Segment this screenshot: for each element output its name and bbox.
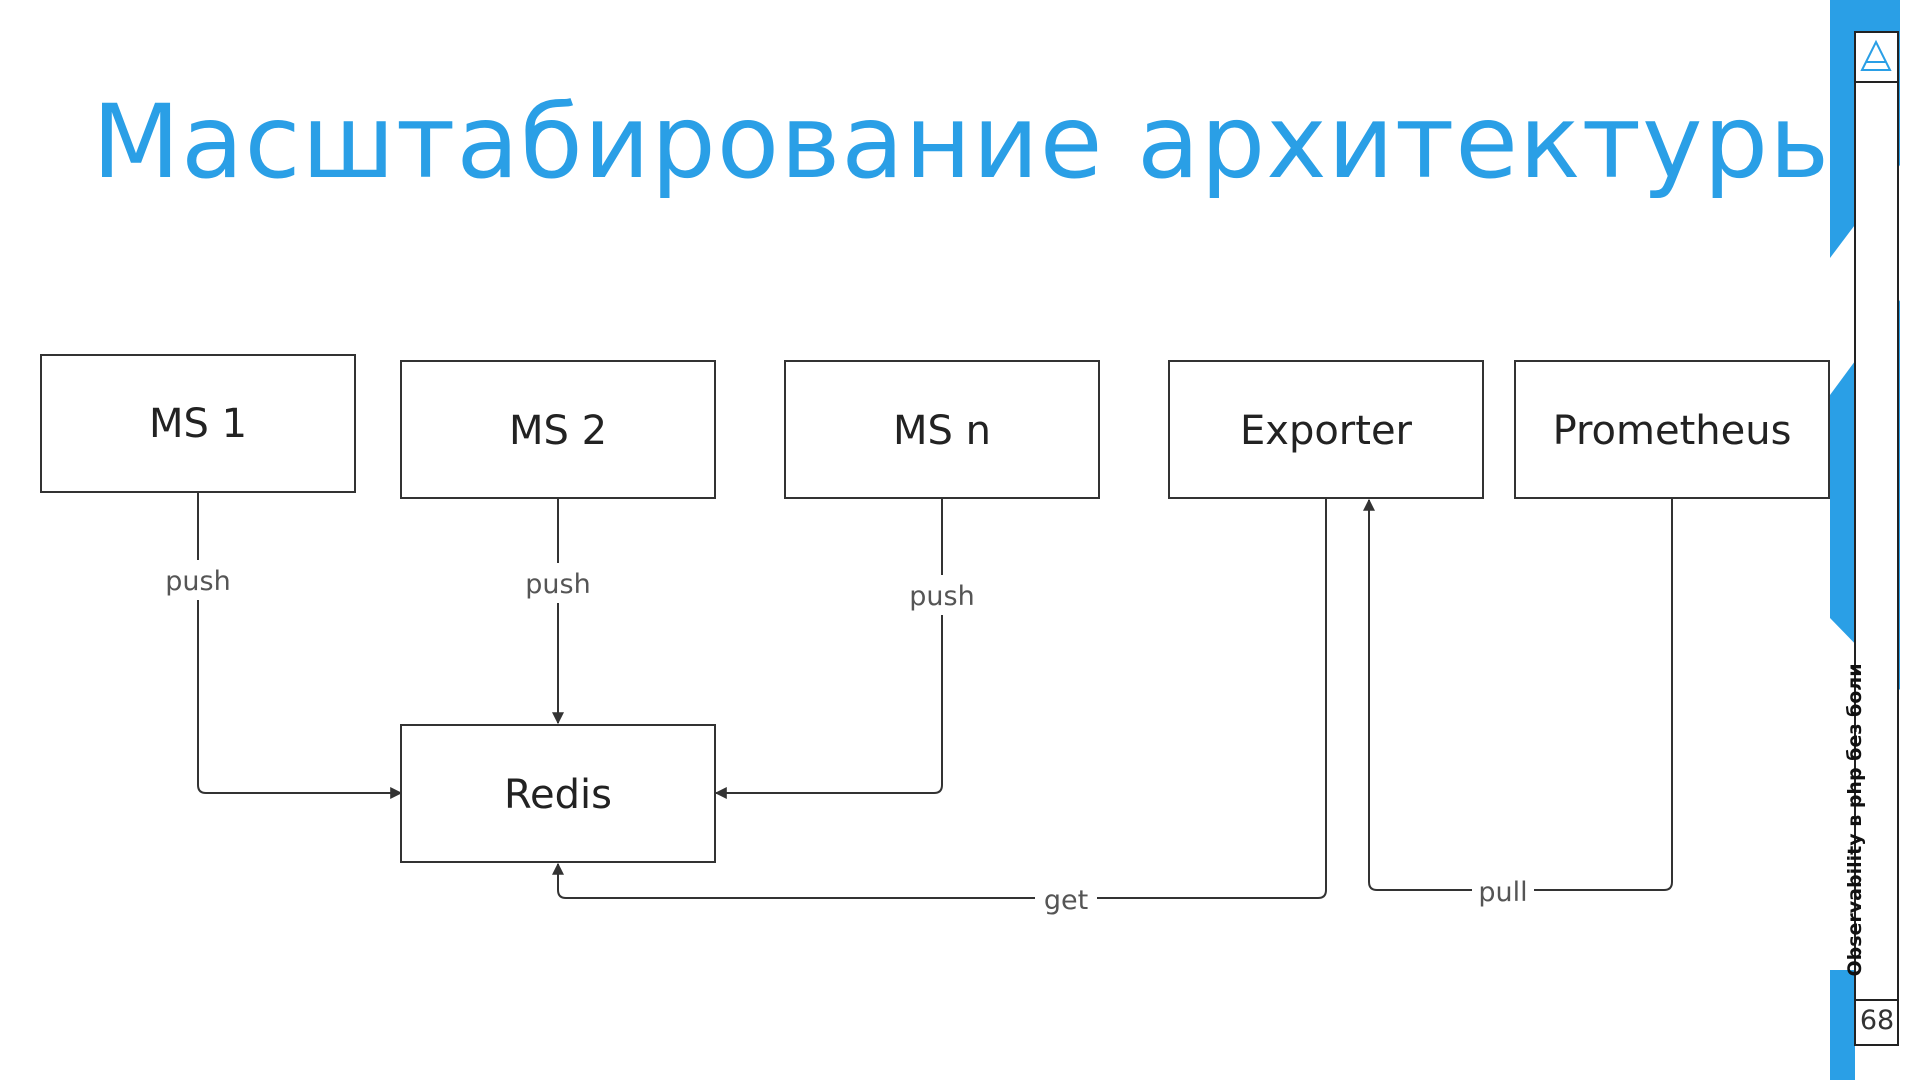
node-box xyxy=(400,724,716,863)
edge-line xyxy=(552,499,1327,899)
edge-exporter-redis: get xyxy=(552,499,1327,918)
node-box xyxy=(400,360,716,499)
edge-ms2-redis: push xyxy=(518,499,598,725)
edge-label: pull xyxy=(1478,877,1527,908)
edge-label-bg xyxy=(1035,880,1097,918)
node-label: MS n xyxy=(893,408,991,454)
node-box xyxy=(1168,360,1484,499)
edge-ms1-redis: push xyxy=(158,492,403,799)
node-ms1: MS 1 xyxy=(40,354,356,493)
edge-label: push xyxy=(165,566,230,597)
node-label: MS 2 xyxy=(509,408,607,454)
edge-label: push xyxy=(909,581,974,612)
node-box xyxy=(1514,360,1830,499)
logo-icon xyxy=(1860,39,1892,71)
node-label: Prometheus xyxy=(1553,408,1792,454)
slide-title: Масштабирование архитектуры xyxy=(92,83,1851,202)
side-caption: Observability в php без боли xyxy=(1844,663,1866,977)
node-msn: MS n xyxy=(784,360,1100,499)
node-ms2: MS 2 xyxy=(400,360,716,499)
edge-prometheus-exporter: pull xyxy=(1363,498,1673,910)
node-box xyxy=(784,360,1100,499)
node-redis: Redis xyxy=(400,724,716,863)
band-frame xyxy=(1854,31,1899,1046)
band-stripe-bottom xyxy=(1830,970,1855,1080)
node-label: MS 1 xyxy=(149,401,247,447)
edge-label: get xyxy=(1044,885,1088,916)
edge-label-bg xyxy=(518,563,598,603)
edge-label: push xyxy=(525,569,590,600)
node-prometheus: Prometheus xyxy=(1514,360,1830,499)
edge-msn-redis: push xyxy=(714,499,982,799)
node-exporter: Exporter xyxy=(1168,360,1484,499)
edge-label-bg xyxy=(1472,872,1534,910)
edge-line xyxy=(197,492,403,799)
node-label: Exporter xyxy=(1240,408,1413,454)
edge-label-bg xyxy=(158,560,238,600)
edge-line xyxy=(1363,498,1673,891)
side-band xyxy=(1830,0,1900,1080)
edge-line xyxy=(714,499,943,799)
edge-label-bg xyxy=(902,575,982,615)
page-number: 68 xyxy=(1859,1005,1895,1036)
node-label: Redis xyxy=(504,772,612,818)
node-box xyxy=(40,354,356,493)
